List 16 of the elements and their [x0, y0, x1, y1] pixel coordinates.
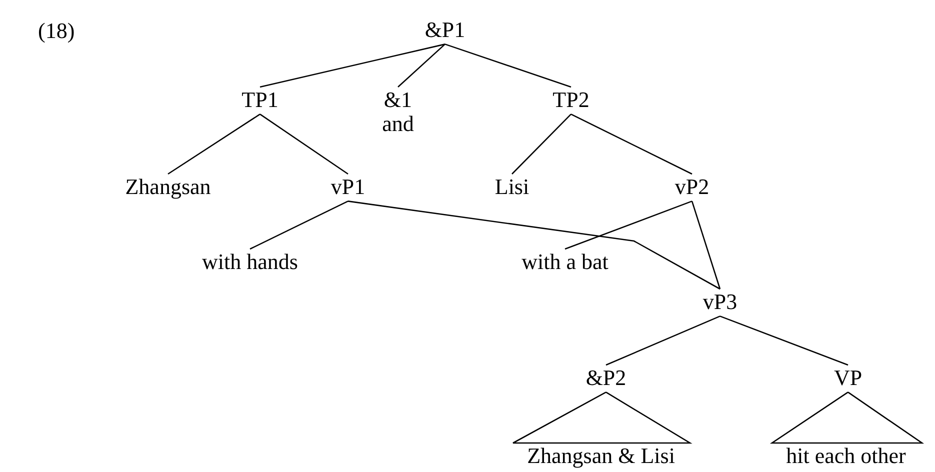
tree-branch	[691, 201, 721, 290]
tree-branch	[564, 200, 692, 250]
tree-branch	[250, 200, 348, 250]
tree-branch	[570, 114, 692, 175]
tree-branch	[512, 114, 572, 174]
tree-branch	[444, 44, 572, 88]
triangle-branch	[770, 391, 924, 444]
tree-branch	[606, 316, 720, 366]
tree-branch	[348, 200, 720, 290]
tree-branch	[260, 114, 348, 175]
tree-branch	[168, 114, 260, 175]
tree-branch	[398, 44, 446, 88]
example-number: (18)	[38, 18, 75, 44]
triangle-branch	[512, 391, 692, 444]
tree-branch	[720, 316, 848, 366]
tree-branch	[260, 44, 446, 88]
